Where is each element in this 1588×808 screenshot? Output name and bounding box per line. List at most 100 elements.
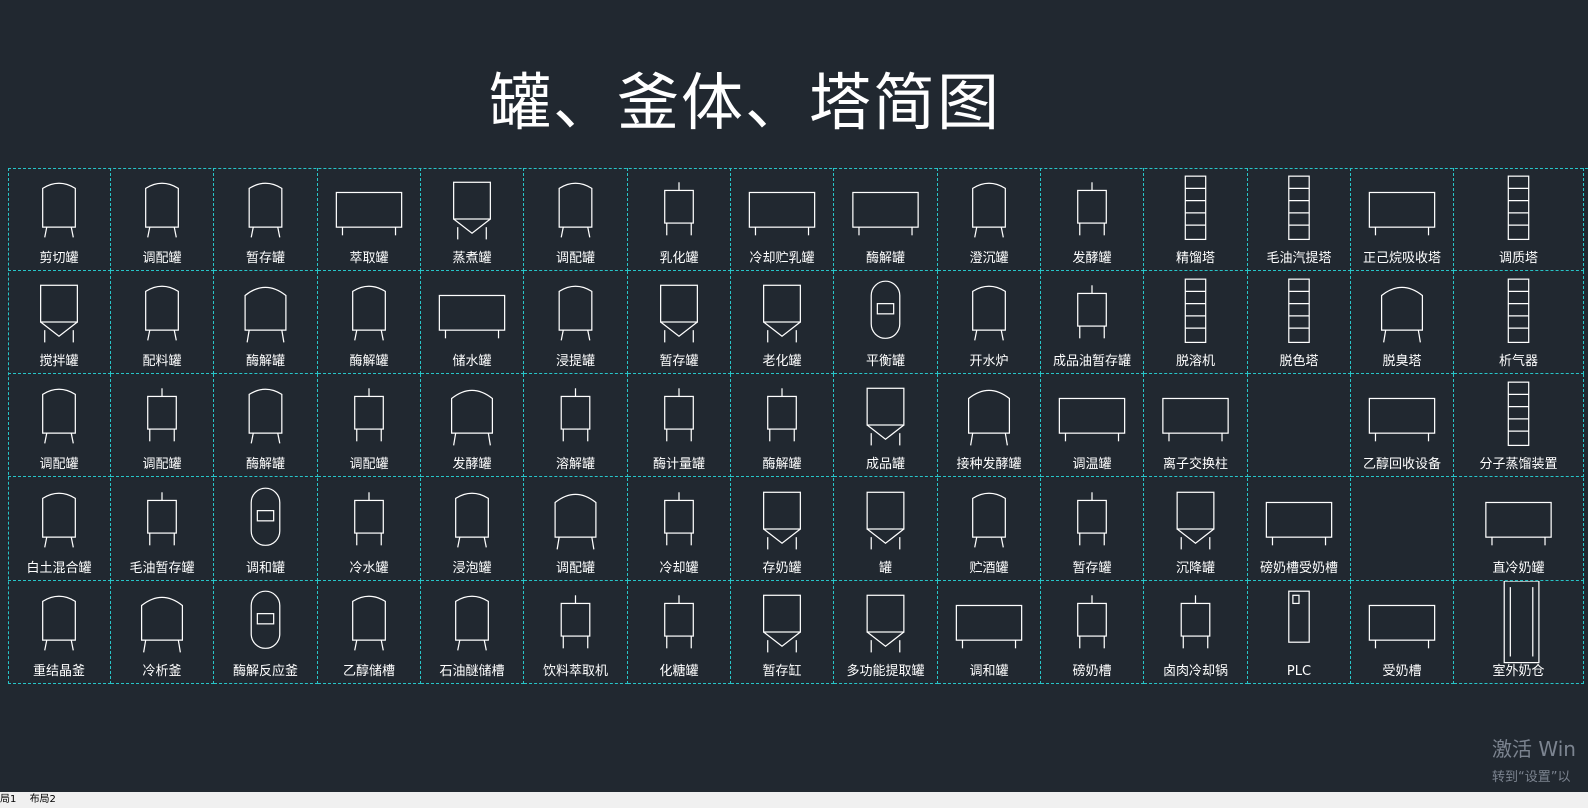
layout-tab-2[interactable]: 布局2: [29, 794, 56, 805]
symbol-label: 析气器: [1498, 354, 1538, 369]
symbol-cell: 暂存罐: [1041, 478, 1144, 581]
symbol-cell: 冷却罐: [628, 478, 731, 581]
symbol-cell: 调配罐: [111, 374, 214, 477]
symbol-label: 分子蒸馏装置: [1479, 457, 1558, 472]
symbol-label: 冷却罐: [659, 561, 699, 576]
symbol-label: 接种发酵罐: [956, 457, 1022, 472]
symbol-cell: 白土混合罐: [8, 478, 111, 581]
symbol-cell: 搅拌罐: [8, 271, 111, 374]
symbol-cell: 调配罐: [524, 168, 628, 271]
symbol-label: 冷析釜: [142, 664, 182, 679]
symbol-cell: 离子交换柱: [1144, 374, 1248, 477]
symbol-label: 贮酒罐: [969, 561, 1009, 576]
symbol-cell: 乳化罐: [628, 168, 731, 271]
symbol-cell: 沉降罐: [1144, 478, 1248, 581]
symbol-cell: 精馏塔: [1144, 168, 1248, 271]
symbol-label: 调配罐: [349, 457, 389, 472]
symbol-label: 调配罐: [555, 561, 595, 576]
symbol-cell: 浸提罐: [524, 271, 628, 374]
watermark-line1: 激活 Win: [1492, 737, 1576, 761]
symbol-label: 饮料萃取机: [542, 664, 608, 679]
activation-watermark: 激活 Win 转到“设置”以: [1492, 733, 1576, 785]
symbol-label: 化糖罐: [659, 664, 699, 679]
symbol-cell: 调温罐: [1041, 374, 1144, 477]
symbol-cell: 暂存缸: [731, 581, 834, 684]
grid-top-border: [8, 168, 1588, 169]
symbol-cell: 化糖罐: [628, 581, 731, 684]
symbol-label: 酶计量罐: [652, 457, 705, 472]
symbol-label: 老化罐: [762, 354, 802, 369]
symbol-cell: 调和罐: [214, 478, 318, 581]
symbol-label: 发酵罐: [452, 457, 492, 472]
symbol-label: 石油醚储槽: [439, 664, 505, 679]
layout-tab-1[interactable]: 局1: [0, 794, 17, 805]
symbol-label: 浸提罐: [555, 354, 595, 369]
symbol-label: 冷水罐: [349, 561, 389, 576]
symbol-cell: 暂存罐: [628, 271, 731, 374]
symbol-cell: 脱色塔: [1248, 271, 1351, 374]
symbol-cell: 调质塔: [1454, 168, 1584, 271]
symbol-label: 调温罐: [1072, 457, 1112, 472]
symbol-label: 蒸煮罐: [452, 251, 492, 266]
symbol-grid: 剪切罐调配罐暂存罐萃取罐蒸煮罐调配罐乳化罐冷却贮乳罐酶解罐澄沉罐发酵罐精馏塔毛油…: [8, 168, 1588, 684]
symbol-label: 调和罐: [969, 664, 1009, 679]
symbol-cell: 直冷奶罐: [1454, 478, 1584, 581]
symbol-label: 配料罐: [142, 354, 182, 369]
symbol-cell: 乙醇储槽: [318, 581, 421, 684]
symbol-cell: 溶解罐: [524, 374, 628, 477]
symbol-cell: 接种发酵罐: [938, 374, 1041, 477]
symbol-cell: 脱臭塔: [1351, 271, 1454, 374]
grid-left-border: [8, 168, 9, 684]
symbol-cell: 酶解罐: [318, 271, 421, 374]
symbol-label: PLC: [1286, 664, 1312, 679]
symbol-cell: [1248, 374, 1351, 477]
symbol-label: 脱色塔: [1279, 354, 1319, 369]
symbol-label: 沉降罐: [1175, 561, 1215, 576]
symbol-label: 离子交换柱: [1162, 457, 1228, 472]
symbol-cell: 饮料萃取机: [524, 581, 628, 684]
symbol-cell: 储水罐: [421, 271, 524, 374]
symbol-label: 罐: [878, 561, 892, 576]
symbol-label: 冷却贮乳罐: [749, 251, 815, 266]
symbol-cell: 析气器: [1454, 271, 1584, 374]
symbol-cell: 受奶槽: [1351, 581, 1454, 684]
symbol-label: 暂存缸: [762, 664, 802, 679]
symbol-label: 剪切罐: [39, 251, 79, 266]
symbol-cell: 成品油暂存罐: [1041, 271, 1144, 374]
symbol-label: 暂存罐: [245, 251, 285, 266]
symbol-label: 毛油暂存罐: [129, 561, 195, 576]
symbol-cell: 卤肉冷却锅: [1144, 581, 1248, 684]
layout-tabs-bar: 局1 布局2: [0, 792, 1588, 808]
symbol-cell: 开水炉: [938, 271, 1041, 374]
symbol-cell: 毛油汽提塔: [1248, 168, 1351, 271]
symbol-label: 重结晶釜: [32, 664, 85, 679]
symbol-cell: 发酵罐: [421, 374, 524, 477]
symbol-cell: 成品罐: [834, 374, 938, 477]
symbol-cell: 存奶罐: [731, 478, 834, 581]
symbol-cell: 配料罐: [111, 271, 214, 374]
symbol-cell: 萃取罐: [318, 168, 421, 271]
symbol-label: 暂存罐: [659, 354, 699, 369]
symbol-label: 乙醇储槽: [342, 664, 395, 679]
symbol-cell: 蒸煮罐: [421, 168, 524, 271]
symbol-cell: 调配罐: [111, 168, 214, 271]
symbol-cell: 磅奶槽受奶槽: [1248, 478, 1351, 581]
symbol-cell: 室外奶仓: [1454, 581, 1584, 684]
symbol-cell: 罐: [834, 478, 938, 581]
symbol-cell: 浸泡罐: [421, 478, 524, 581]
symbol-cell: 分子蒸馏装置: [1454, 374, 1584, 477]
symbol-cell: 老化罐: [731, 271, 834, 374]
symbol-cell: [1351, 478, 1454, 581]
symbol-cell: 冷析釜: [111, 581, 214, 684]
symbol-cell: 磅奶槽: [1041, 581, 1144, 684]
symbol-label: 储水罐: [452, 354, 492, 369]
symbol-label: 酶解罐: [349, 354, 389, 369]
page-title: 罐、釜体、塔简图: [488, 66, 1001, 139]
symbol-cell: 酶解罐: [214, 374, 318, 477]
symbol-cell: 酶解罐: [834, 168, 938, 271]
symbol-cell: PLC: [1248, 581, 1351, 684]
symbol-label: 酶解反应釜: [232, 664, 298, 679]
symbol-label: 调配罐: [142, 457, 182, 472]
symbol-label: 调配罐: [39, 457, 79, 472]
